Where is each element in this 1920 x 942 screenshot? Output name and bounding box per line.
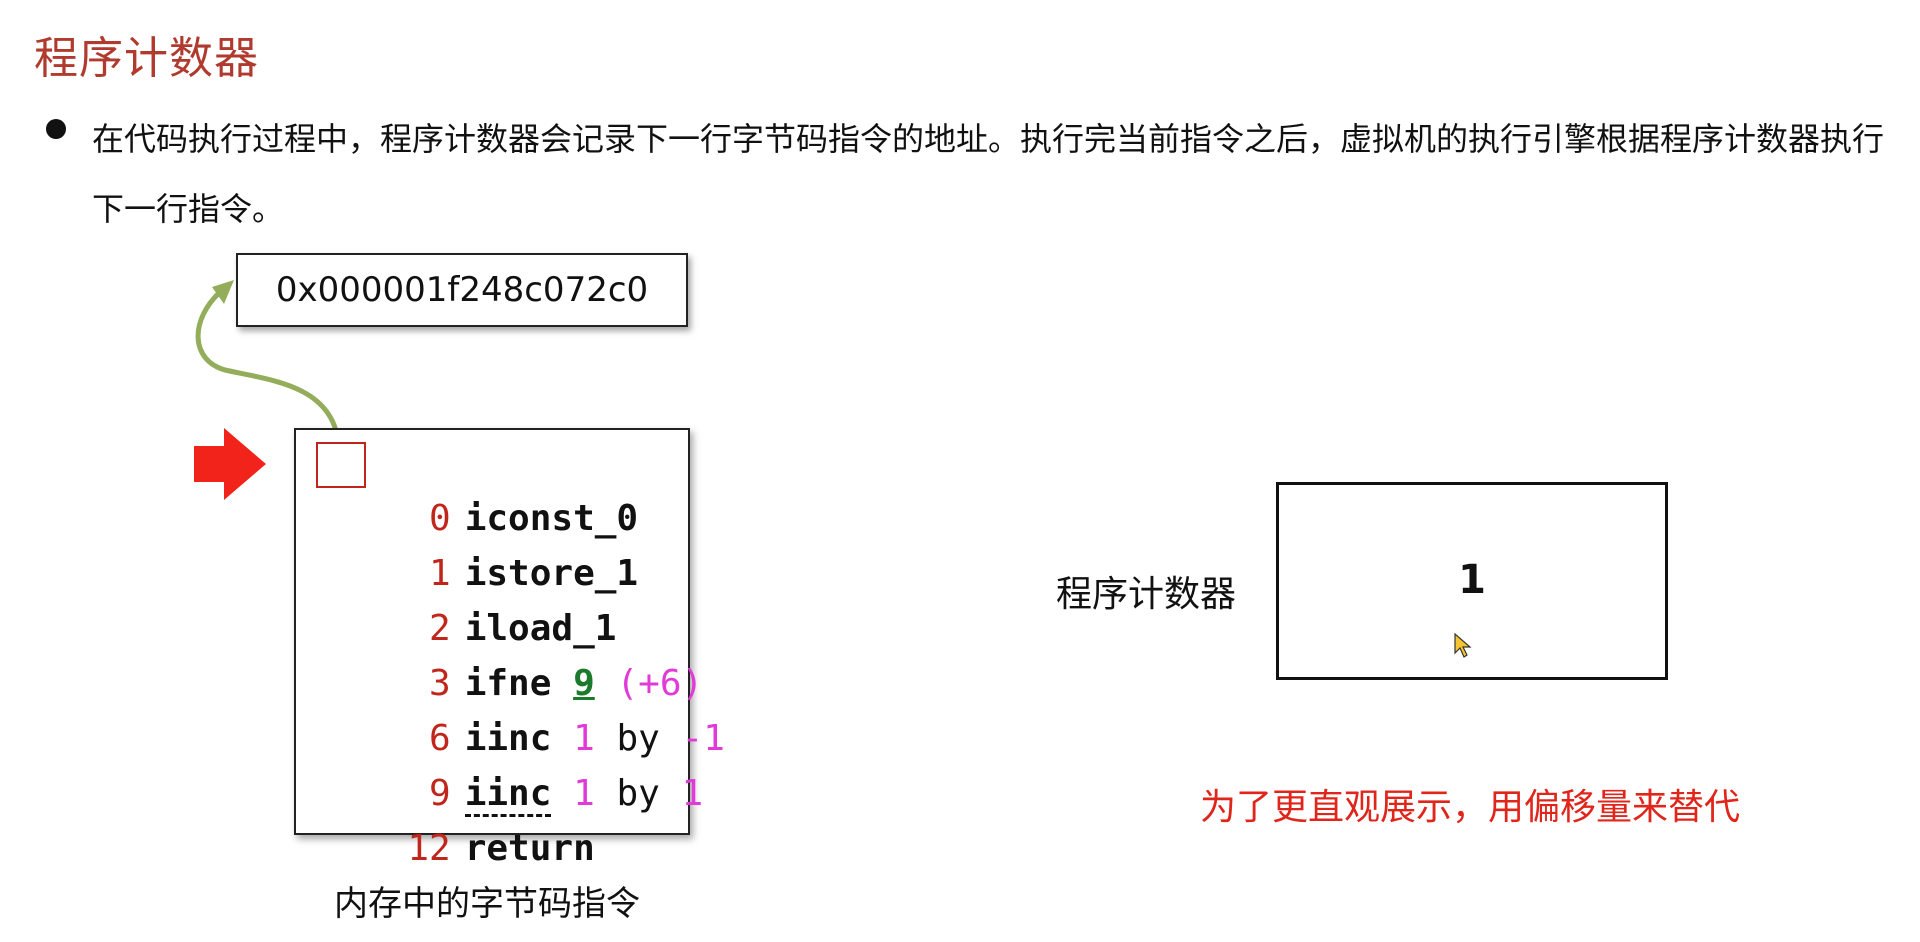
code-line: 9 iinc 1 by 1 — [306, 713, 703, 817]
memory-address-box: 0x000001f248c072c0 — [236, 253, 688, 327]
operand: 1 — [573, 718, 595, 759]
jump-delta: (+6) — [616, 663, 704, 704]
operand: 1 — [573, 773, 595, 814]
line-offset: 0 — [429, 498, 451, 539]
current-offset-highlight — [316, 442, 366, 488]
curved-arrow-icon — [195, 290, 341, 441]
opcode: return — [464, 828, 595, 869]
line-offset: 1 — [429, 553, 451, 594]
code-line: 3 ifne 9 (+6) — [306, 603, 703, 704]
line-offset: 6 — [429, 718, 451, 759]
pc-label: 程序计数器 — [1056, 574, 1237, 615]
line-offset: 2 — [429, 608, 451, 649]
current-instruction-pointer-icon — [194, 428, 266, 500]
opcode: ifne — [464, 663, 552, 704]
operand: 1 — [681, 773, 704, 814]
by-keyword: by — [616, 718, 660, 759]
memory-address: 0x000001f248c072c0 — [275, 270, 649, 310]
line-offset: 3 — [429, 663, 451, 704]
code-line: 6 iinc 1 by -1 — [306, 658, 725, 759]
code-line: 2 iload_1 — [306, 548, 616, 649]
jump-target: 9 — [573, 663, 595, 704]
program-counter-box: 1 — [1276, 482, 1668, 680]
by-keyword: by — [616, 773, 660, 814]
opcode: iinc — [464, 718, 552, 759]
note-text: 为了更直观展示，用偏移量来替代 — [1200, 787, 1741, 828]
operand: -1 — [681, 718, 725, 759]
code-line: 0 iconst_0 — [306, 438, 638, 539]
bullet-text: 在代码执行过程中，程序计数器会记录下一行字节码指令的地址。执行完当前指令之后，虚… — [92, 120, 1885, 228]
line-offset: 9 — [429, 773, 451, 814]
bytecode-listing: 0 iconst_0 1 istore_1 2 iload_1 3 ifne 9 (+6… — [294, 428, 725, 869]
slide-title: 程序计数器 — [34, 33, 259, 84]
code-caption: 内存中的字节码指令 — [334, 884, 640, 924]
code-line: 12 return — [306, 768, 594, 869]
code-line: 1 istore_1 — [306, 493, 638, 594]
curved-arrow-head — [212, 280, 234, 304]
opcode: iload_1 — [464, 608, 617, 649]
pc-value: 1 — [1458, 557, 1486, 603]
bullet-dot-icon — [46, 119, 66, 139]
mouse-pointer-icon — [1454, 633, 1472, 658]
opcode: istore_1 — [464, 553, 639, 594]
line-offset: 12 — [407, 828, 451, 869]
opcode: iconst_0 — [464, 498, 639, 539]
opcode: iinc — [464, 773, 552, 817]
